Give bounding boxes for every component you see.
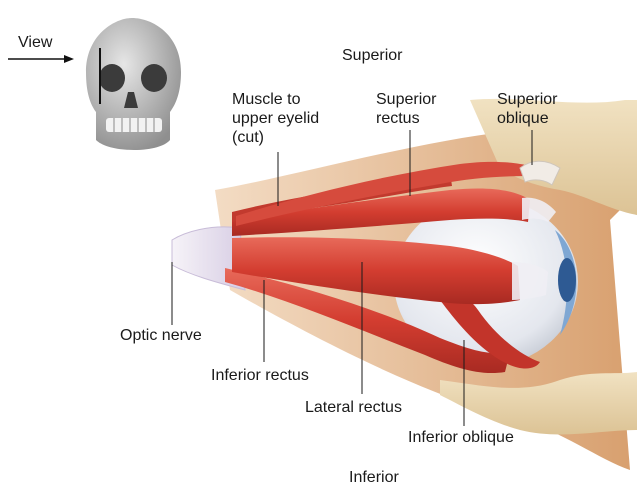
inferior-oblique-label: Inferior oblique [408, 429, 514, 446]
superior-rectus-muscle [232, 188, 530, 236]
inferior-rectus-muscle [225, 268, 510, 374]
muscle-upper-eyelid-line1: Muscle to [232, 91, 301, 108]
superior-rectus-label: Superior rectus [376, 90, 436, 128]
muscle-upper-eyelid-label: Muscle to upper eyelid (cut) [232, 90, 319, 147]
leader-lines [171, 130, 533, 426]
superior-rectus-line2: rectus [376, 110, 420, 127]
muscle-upper-eyelid-line3: (cut) [232, 129, 264, 146]
optic-nerve-label: Optic nerve [120, 327, 202, 344]
tendons [512, 197, 556, 300]
view-arrow-icon [8, 55, 74, 63]
inferior-orientation-label: Inferior [349, 469, 399, 486]
lateral-rectus-label: Lateral rectus [305, 399, 402, 416]
skull-icon [86, 18, 181, 150]
superior-oblique-label: Superior oblique [497, 90, 557, 128]
superior-oblique-line1: Superior [497, 91, 558, 108]
lateral-rectus-muscle [232, 237, 520, 305]
view-label: View [18, 34, 53, 51]
inferior-rectus-label: Inferior rectus [211, 367, 309, 384]
superior-orientation-label: Superior [342, 47, 403, 64]
superior-oblique-line2: oblique [497, 110, 549, 127]
superior-oblique-muscle [236, 160, 561, 226]
superior-rectus-line1: Superior [376, 91, 437, 108]
muscle-upper-eyelid-line2: upper eyelid [232, 110, 320, 127]
inferior-oblique-muscle [440, 295, 540, 369]
